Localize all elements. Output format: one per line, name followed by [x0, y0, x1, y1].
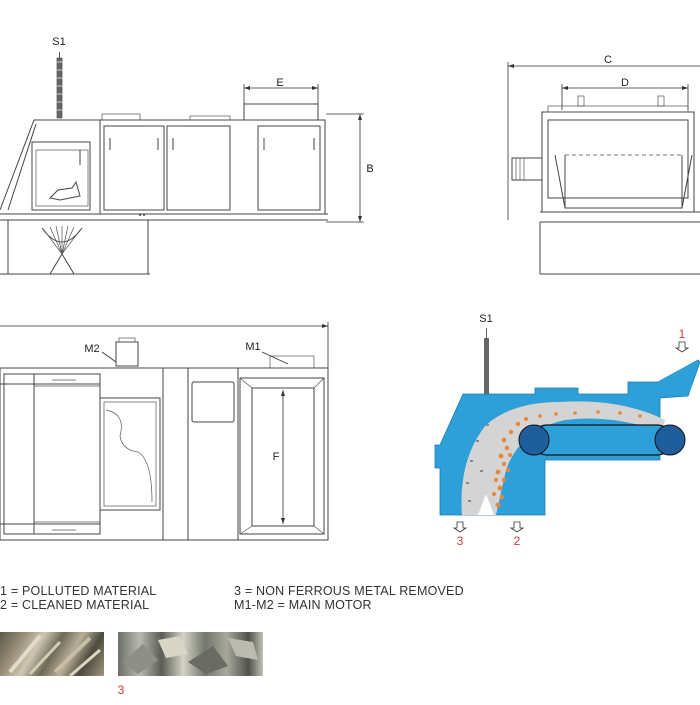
non-ferrous-particles [466, 424, 489, 502]
label-s1-top: S1 [52, 36, 65, 48]
panel-1 [103, 125, 165, 211]
material-flow [461, 401, 665, 515]
legend-item-m: M1-M2 = MAIN MOTOR [234, 598, 372, 612]
s1-sensor-cable [56, 57, 63, 119]
label-b: B [366, 163, 373, 175]
side-top-rail [547, 105, 689, 113]
side-inner-frame [547, 119, 689, 199]
drum-left [518, 424, 550, 456]
arrow-flow-3 [452, 521, 468, 533]
motor-m2 [115, 341, 139, 367]
label-flow-3: 3 [457, 534, 464, 548]
photo-non-ferrous-metal [118, 632, 263, 676]
legend-item-3: 3 = NON FERROUS METAL REMOVED [234, 584, 464, 598]
motor-m1 [269, 355, 315, 369]
plan-window [99, 397, 161, 511]
front-elevation-view: S1 E B [0, 36, 374, 275]
hood-e [243, 103, 319, 121]
plan-outline [0, 367, 329, 541]
flow-section-view: S1 1 3 2 [434, 313, 700, 548]
hopper-inner-line [7, 123, 37, 211]
label-d: D [621, 77, 629, 89]
main-body [99, 119, 326, 215]
arrow-flow-2 [509, 521, 525, 533]
label-photo-3: 3 [118, 683, 125, 697]
hopper-door-inner [35, 149, 89, 207]
label-m2: M2 [84, 343, 99, 355]
top-plate-2 [189, 115, 231, 121]
s1-section-cable [484, 338, 489, 394]
legend-item-2: 2 = CLEANED MATERIAL [0, 598, 150, 612]
plan-inspection-hatch [191, 381, 235, 423]
legend-left: 1 = POLLUTED MATERIAL 2 = CLEANED MATERI… [0, 584, 156, 612]
discharge-splitter [41, 225, 83, 275]
label-e: E [276, 77, 283, 89]
cleaned-material-particles [492, 410, 642, 508]
conveyor-belt [531, 424, 673, 456]
splitter-blade [478, 494, 494, 515]
photo-cleaned-material [0, 632, 104, 676]
label-f: F [273, 451, 280, 463]
legend-item-1: 1 = POLLUTED MATERIAL [0, 584, 157, 598]
arrow-flow-1 [674, 341, 690, 353]
plan-section-1 [3, 373, 101, 535]
belt-trough [564, 155, 683, 209]
panel-3 [257, 125, 321, 211]
label-flow-1: 1 [679, 327, 686, 341]
plan-feed-opening [239, 377, 325, 535]
plan-window-curve [105, 409, 153, 503]
side-elevation-view: C D [507, 54, 700, 275]
plan-view: F M2 M1 [0, 322, 329, 541]
deflector-bracket [48, 180, 81, 201]
label-s1-section: S1 [479, 313, 492, 325]
drum-right [654, 424, 686, 456]
label-flow-2: 2 [514, 534, 521, 548]
top-plate-1 [101, 113, 141, 121]
hopper-door [31, 141, 91, 211]
hopper-housing [0, 119, 101, 214]
legend-right: 3 = NON FERROUS METAL REMOVED M1-M2 = MA… [234, 584, 464, 612]
label-c: C [604, 54, 612, 66]
label-m1: M1 [245, 341, 260, 353]
side-motor [511, 157, 543, 181]
feed-chute [658, 360, 698, 392]
panel-2 [166, 125, 231, 211]
